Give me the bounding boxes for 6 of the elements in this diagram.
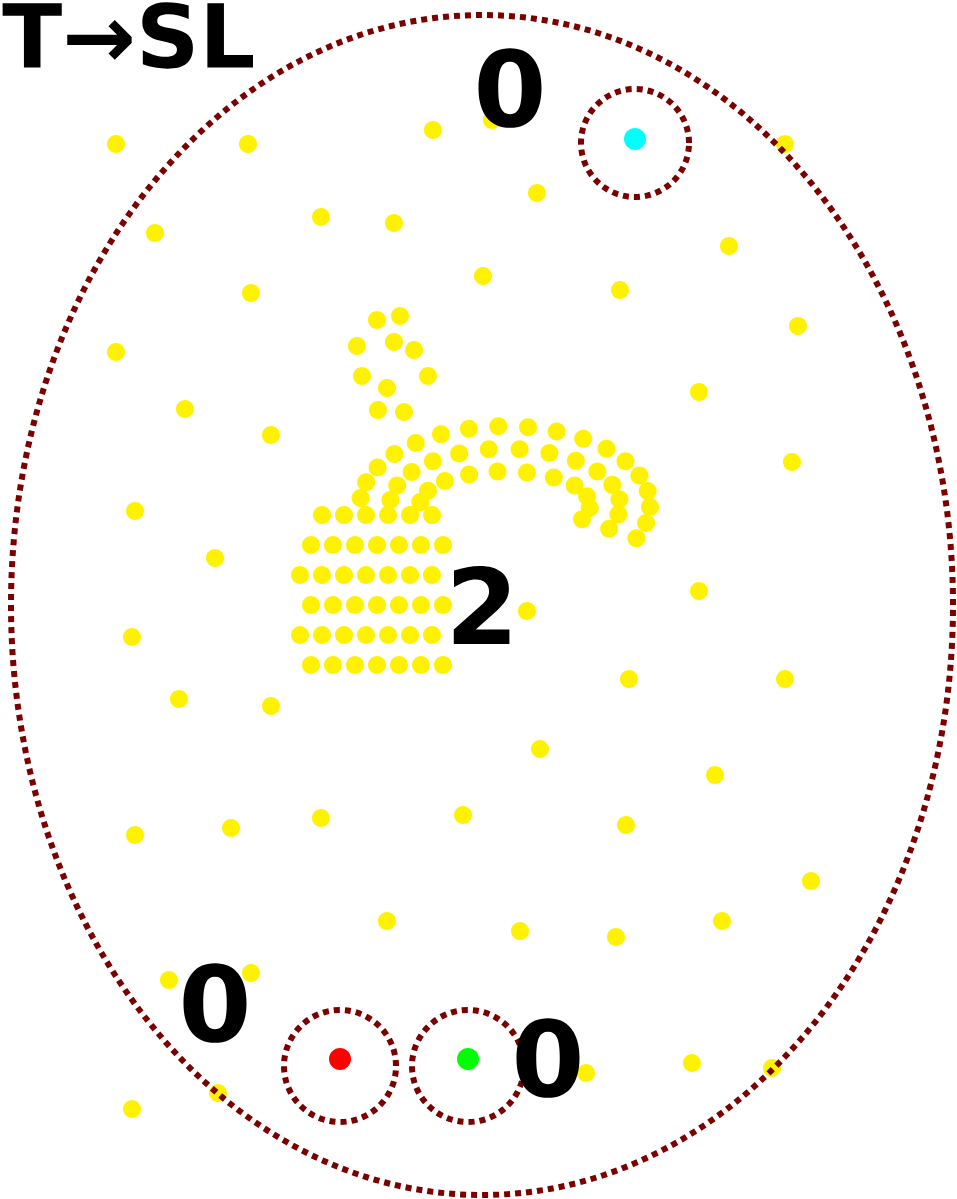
count-label: 0: [478, 48, 542, 128]
count-label: 0: [516, 1018, 580, 1098]
heading: T→SL: [2, 2, 253, 69]
dotted-circle: [578, 86, 692, 200]
dotted-circle: [281, 1007, 399, 1125]
count-label: 0: [183, 963, 247, 1043]
